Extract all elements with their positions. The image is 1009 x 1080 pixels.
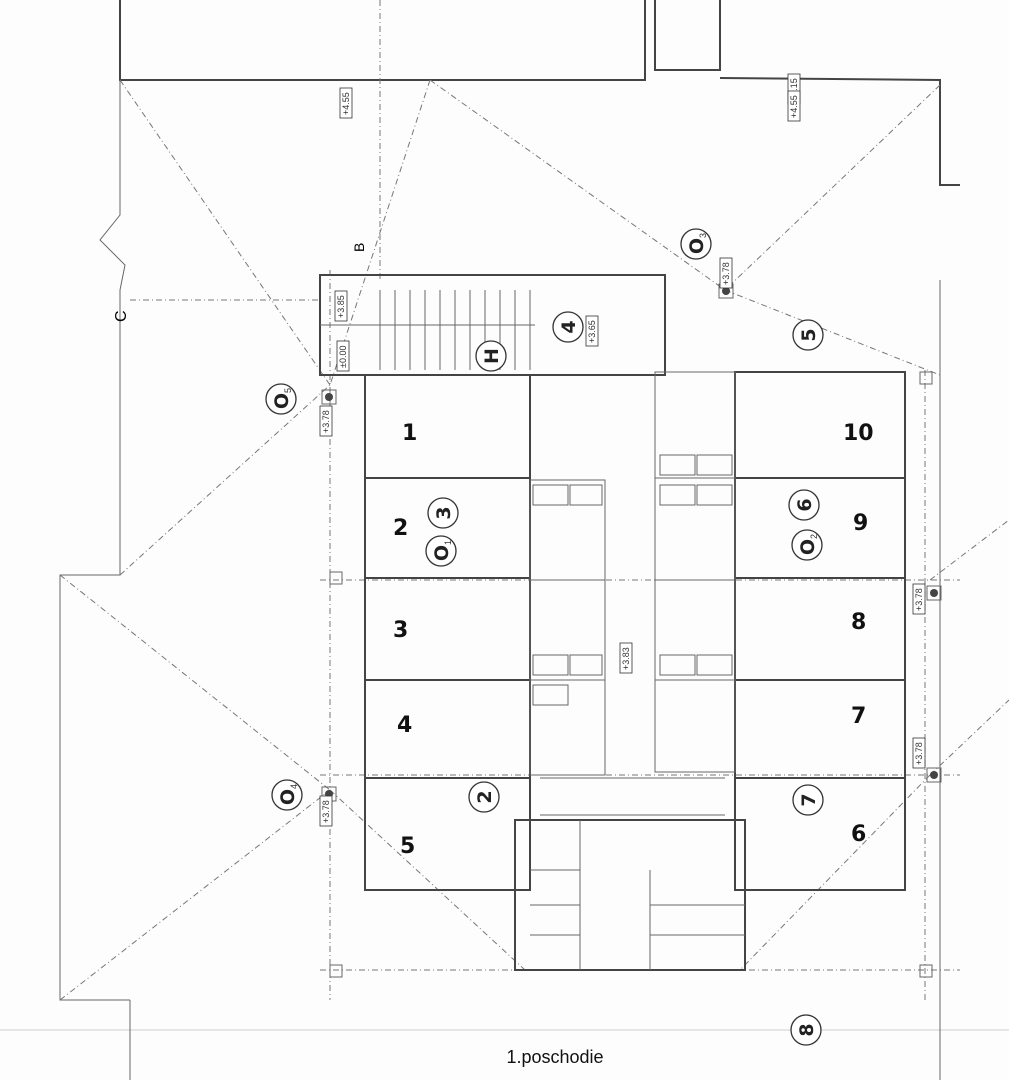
building-walls [319, 274, 906, 971]
outlet-o4: O [277, 789, 299, 805]
level-515: +5.15 [789, 78, 799, 101]
roof-ridge-lines [59, 79, 1009, 1001]
level-378-o4: +3.78 [321, 800, 331, 823]
outlet-o4-index: 4 [289, 784, 299, 789]
circled-markers: 3 2 4 5 6 7 8 H [427, 311, 824, 1046]
outlet-o5: O [271, 393, 293, 409]
room-9: 9 [853, 511, 868, 536]
level-378-o3: +3.78 [721, 262, 731, 285]
level-378-right: +3.78 [914, 588, 924, 611]
level-365: +3.65 [587, 320, 597, 343]
room-3: 3 [393, 618, 408, 643]
outlet-o2-index: 2 [809, 534, 819, 539]
level-corridor: +3.83 [621, 647, 631, 670]
room-1: 1 [402, 421, 417, 446]
room-6: 6 [851, 822, 866, 847]
outlet-o1: O [431, 545, 453, 561]
room-4: 4 [397, 713, 412, 738]
room-numbers: 1 2 3 4 5 6 7 8 9 10 [393, 421, 874, 859]
room-8: 8 [851, 610, 866, 635]
level-385: +3.85 [336, 295, 346, 318]
staircase [379, 290, 531, 370]
level-000: ±0.00 [338, 346, 348, 368]
level-tags: +5.15 +4.55 +4.55 +3.85 +3.65 ±0.00 +3.7… [319, 73, 926, 827]
marker-2: 2 [474, 790, 496, 803]
section-mark-b: B [351, 243, 367, 252]
level-378-right-lower: +3.78 [914, 742, 924, 765]
level-378-o5: +3.78 [321, 410, 331, 433]
marker-7: 7 [798, 793, 820, 806]
marker-8: 8 [796, 1023, 818, 1036]
marker-5: 5 [798, 328, 820, 341]
roof-drain-icons [321, 283, 942, 978]
stair-marker-h: H [481, 348, 503, 364]
section-mark-c: C [113, 310, 130, 322]
outlet-o5-index: 5 [283, 388, 293, 393]
section-marks: B C [113, 243, 367, 322]
outlet-o3: O [686, 238, 708, 254]
room-10: 10 [843, 421, 874, 446]
room-2: 2 [393, 516, 408, 541]
outlet-o3-index: 3 [698, 233, 708, 238]
grid-axes [130, 0, 960, 1000]
marker-4: 4 [558, 320, 580, 333]
outlet-o1-index: 1 [443, 540, 453, 545]
floor-caption: 1.poschodie [506, 1047, 603, 1067]
marker-3: 3 [433, 506, 455, 519]
level-455-right: +4.55 [789, 95, 799, 118]
outlet-o2: O [797, 539, 819, 555]
room-5: 5 [400, 834, 415, 859]
room-7: 7 [851, 704, 866, 729]
ventilation-shafts [532, 454, 733, 706]
marker-6: 6 [794, 498, 816, 511]
level-455-left: +4.55 [341, 92, 351, 115]
roof-outlet-markers: O5 O1 O2 O3 O4 [265, 228, 823, 811]
